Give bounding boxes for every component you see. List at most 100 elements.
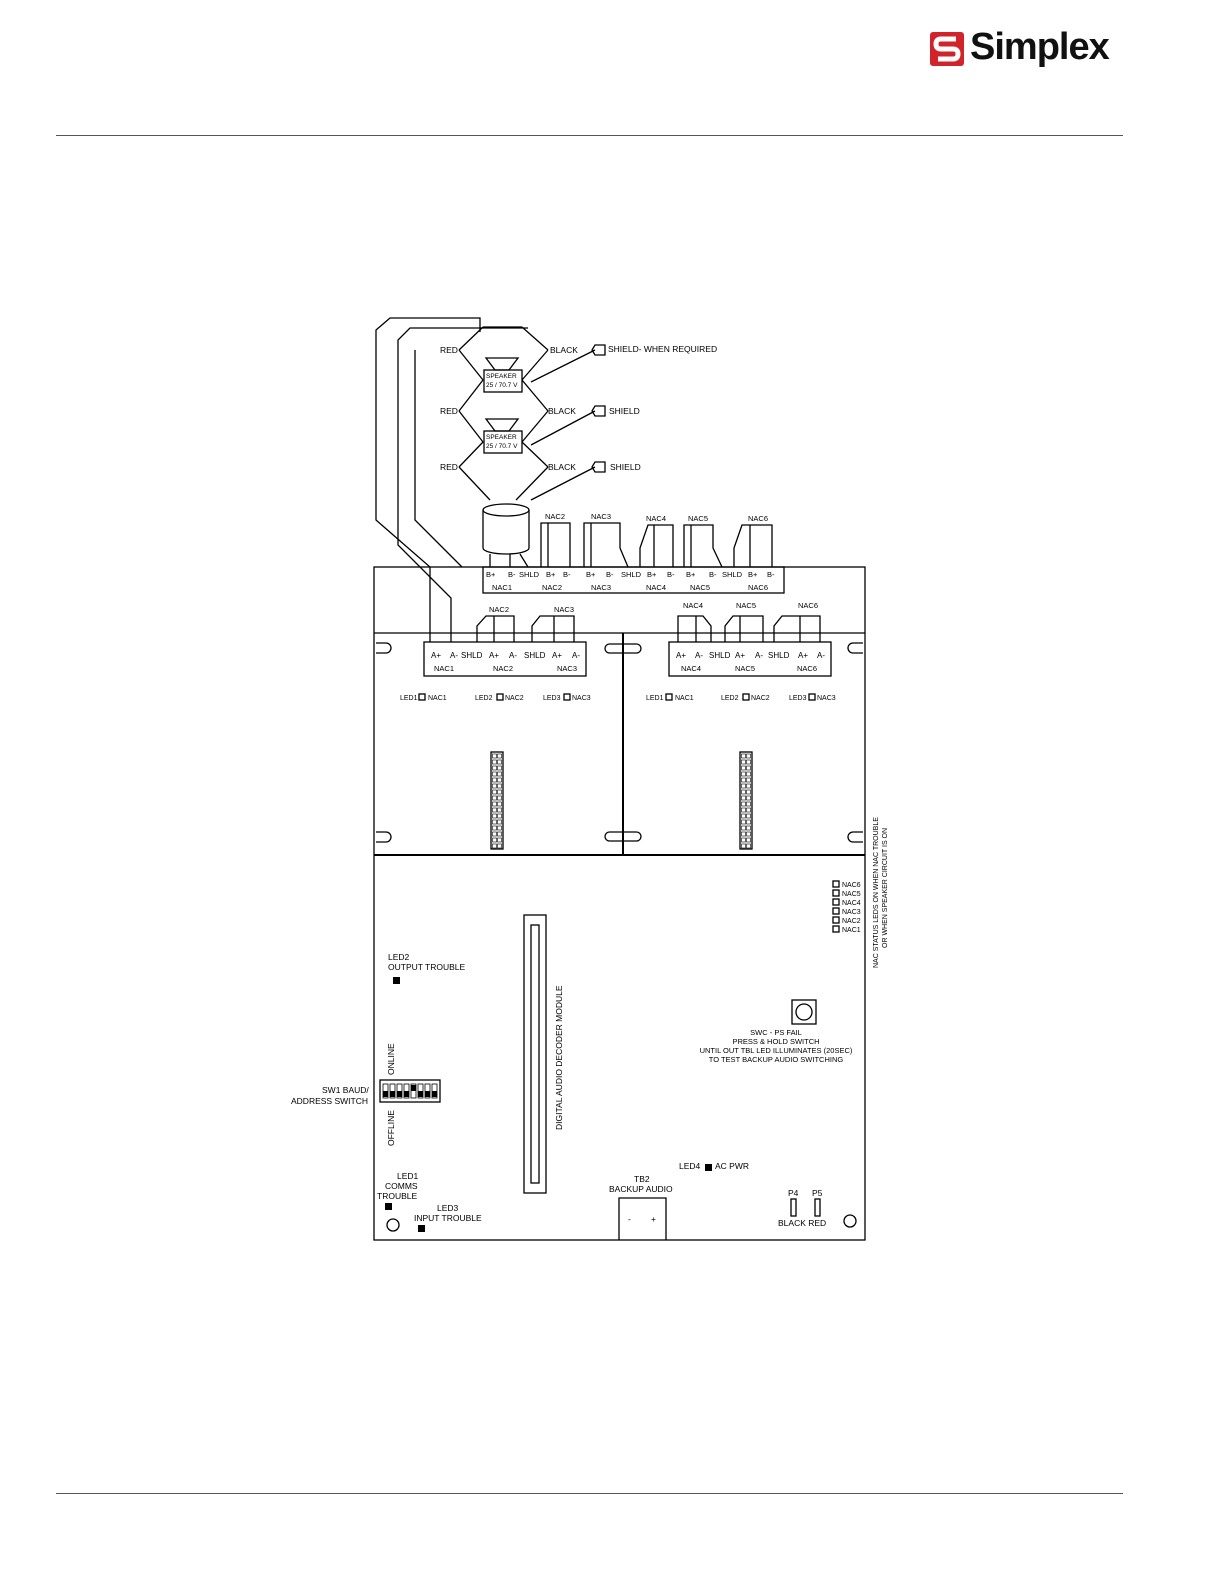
- p4-label: P4: [788, 1188, 799, 1198]
- ribbon-pin: [497, 813, 502, 819]
- left-led-label: LED3: [543, 695, 561, 702]
- ribbon-pin: [741, 843, 746, 849]
- top-pin: B-: [508, 570, 516, 579]
- ribbon-pin: [746, 825, 751, 831]
- right-group-label: NAC4: [681, 664, 701, 673]
- wire-label-black-2: BLACK: [548, 406, 576, 416]
- decoder-module-slot: [523, 914, 547, 1194]
- left-pin: A+: [552, 651, 562, 660]
- top-nac-tag: NAC3: [591, 512, 611, 521]
- top-nac-tag: NAC6: [748, 514, 768, 523]
- ribbon-pin: [497, 765, 502, 771]
- right-group-label: NAC6: [797, 664, 817, 673]
- status-led-label: NAC4: [842, 900, 861, 907]
- ribbon-pin: [497, 831, 502, 837]
- left-led-nac: NAC3: [572, 695, 591, 702]
- dip-toggle-knob: [390, 1091, 395, 1097]
- ribbon-pin: [492, 807, 497, 813]
- brand-name: Simplex: [970, 26, 1110, 68]
- right-led-label: LED1: [646, 695, 664, 702]
- top-pin: B-: [767, 570, 775, 579]
- ribbon-pin: [497, 825, 502, 831]
- left-led-nac: NAC1: [428, 695, 447, 702]
- top-pin: B-: [667, 570, 675, 579]
- dip-toggle-knob: [397, 1091, 402, 1097]
- swc-ps-fail-switch[interactable]: [791, 999, 817, 1025]
- left-ribbon-connector: [490, 751, 504, 850]
- swc-line-2: PRESS & HOLD SWITCH: [732, 1037, 819, 1046]
- ribbon-pin: [741, 813, 746, 819]
- right-pin: SHLD: [709, 651, 731, 660]
- ribbon-pin: [497, 771, 502, 777]
- p5-label: P5: [812, 1188, 823, 1198]
- left-led-label: LED1: [400, 695, 418, 702]
- top-nac-tag: NAC4: [646, 514, 666, 523]
- ribbon-pin: [746, 843, 751, 849]
- dip-toggle-knob: [425, 1091, 430, 1097]
- led2-desc: OUTPUT TROUBLE: [388, 962, 465, 972]
- ribbon-pin: [741, 801, 746, 807]
- top-pin: B-: [563, 570, 571, 579]
- ribbon-pin: [741, 789, 746, 795]
- left-group-label: NAC1: [434, 664, 454, 673]
- left-pin: A-: [572, 651, 580, 660]
- left-nac-tag: NAC2: [489, 605, 509, 614]
- ribbon-pin: [741, 765, 746, 771]
- top-group-label: NAC1: [492, 583, 512, 592]
- left-group-label: NAC3: [557, 664, 577, 673]
- right-led-label: LED3: [789, 695, 807, 702]
- dip-toggle-knob: [411, 1085, 416, 1091]
- top-group-label: NAC6: [748, 583, 768, 592]
- header-rule: [56, 135, 1123, 136]
- ribbon-pin: [492, 837, 497, 843]
- speaker-1-label: SPEAKER: [486, 373, 517, 380]
- right-nac-tag: NAC5: [736, 601, 756, 610]
- left-led-nac: NAC2: [505, 695, 524, 702]
- ribbon-pin: [746, 783, 751, 789]
- ribbon-pin: [741, 783, 746, 789]
- ribbon-pin: [741, 771, 746, 777]
- led4-label: LED4: [679, 1161, 701, 1171]
- status-note-line-2: OR WHEN SPEAKER CIRCUIT IS ON: [882, 828, 889, 948]
- left-pin: SHLD: [524, 651, 546, 660]
- decoder-module-label: DIGITAL AUDIO DECODER MODULE: [554, 985, 564, 1130]
- offline-label: OFFLINE: [386, 1110, 396, 1146]
- swc-line-3: UNTIL OUT TBL LED ILLUMINATES (20SEC): [700, 1046, 853, 1055]
- led1-label: LED1: [397, 1171, 419, 1181]
- ribbon-pin: [741, 825, 746, 831]
- ribbon-pin: [497, 837, 502, 843]
- top-pin: B+: [586, 570, 596, 579]
- led3-label: LED3: [437, 1203, 459, 1213]
- wire-label-black-1: BLACK: [550, 345, 578, 355]
- ribbon-pin: [746, 813, 751, 819]
- ribbon-pin: [741, 759, 746, 765]
- ribbon-pin: [741, 777, 746, 783]
- led3-desc: INPUT TROUBLE: [414, 1213, 482, 1223]
- ribbon-pin: [492, 843, 497, 849]
- top-group-label: NAC4: [646, 583, 666, 592]
- right-pin: A-: [695, 651, 703, 660]
- dip-toggle-knob: [404, 1091, 409, 1097]
- ribbon-pin: [746, 795, 751, 801]
- led2-label: LED2: [388, 952, 410, 962]
- ribbon-pin: [741, 819, 746, 825]
- ribbon-pin: [741, 831, 746, 837]
- top-pin: SHLD: [621, 570, 642, 579]
- right-pin: A-: [755, 651, 763, 660]
- right-group-label: NAC5: [735, 664, 755, 673]
- ribbon-pin: [497, 807, 502, 813]
- status-note-line-1: NAC STATUS LEDS ON WHEN NAC TROUBLE: [873, 817, 880, 968]
- ribbon-pin: [746, 819, 751, 825]
- ribbon-pin: [741, 837, 746, 843]
- top-pin: B+: [686, 570, 696, 579]
- ribbon-pin: [746, 801, 751, 807]
- ribbon-pin: [492, 771, 497, 777]
- ribbon-pin: [492, 759, 497, 765]
- status-led-label: NAC5: [842, 891, 861, 898]
- dip-toggle-knob: [383, 1091, 388, 1097]
- ribbon-pin: [497, 777, 502, 783]
- ribbon-pin: [492, 801, 497, 807]
- top-group-label: NAC2: [542, 583, 562, 592]
- sw1-dip-switch[interactable]: [379, 1079, 441, 1103]
- left-nac-tag: NAC3: [554, 605, 574, 614]
